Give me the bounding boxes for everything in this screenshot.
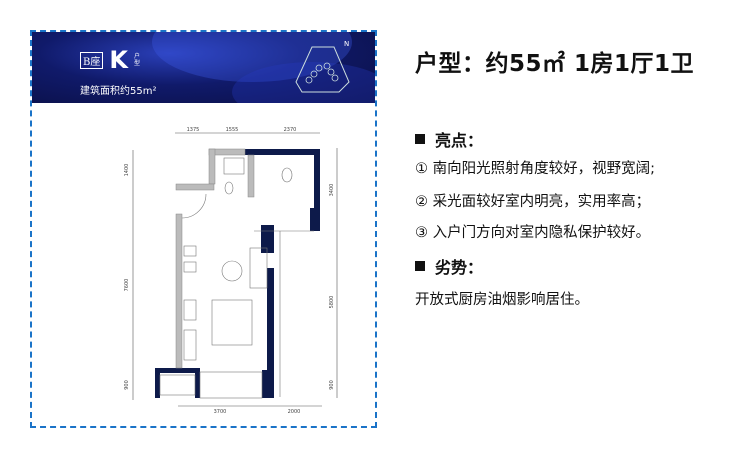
dim-left-2: 7600 [124, 279, 130, 292]
unit-banner: B座 K 户型 建筑面积约55m² N [32, 32, 375, 103]
cons-heading: 劣势： [415, 254, 483, 278]
pro-item: ① 南向阳光照射角度较好，视野宽阔; [415, 161, 655, 177]
pro-item: ② 采光面较好室内明亮，实用率高； [415, 194, 651, 210]
dim-right-3: 900 [329, 380, 335, 390]
north-label: N [344, 40, 350, 48]
dim-left-1: 1400 [124, 164, 130, 177]
site-map-icon [295, 46, 350, 93]
pros-heading-text: 亮点： [435, 131, 484, 150]
unit-suffix: 户型 [133, 53, 140, 67]
floorplan-frame [30, 30, 377, 428]
dim-top-3: 2370 [284, 127, 297, 133]
building-label: B座 [80, 51, 104, 69]
unit-title: 户型：约55㎡ 1房1厅1卫 [415, 51, 695, 77]
bullet-square-icon [415, 134, 425, 144]
dim-top-1: 1375 [187, 127, 200, 133]
area-label: 建筑面积约55m² [80, 86, 157, 97]
dim-right-2: 5800 [329, 296, 335, 309]
cons-heading-text: 劣势： [435, 258, 484, 277]
pros-heading: 亮点： [415, 127, 483, 151]
con-item: 开放式厨房油烟影响居住。 [415, 292, 589, 308]
dim-bottom-2: 2000 [288, 409, 301, 415]
unit-label: K [109, 46, 128, 74]
pro-item: ③ 入户门方向对室内隐私保护较好。 [415, 225, 651, 241]
bullet-square-icon [415, 261, 425, 271]
dim-right-1: 3400 [329, 184, 335, 197]
dim-left-3: 900 [124, 380, 130, 390]
dim-bottom-1: 3700 [214, 409, 227, 415]
dim-top-2: 1555 [226, 127, 239, 133]
